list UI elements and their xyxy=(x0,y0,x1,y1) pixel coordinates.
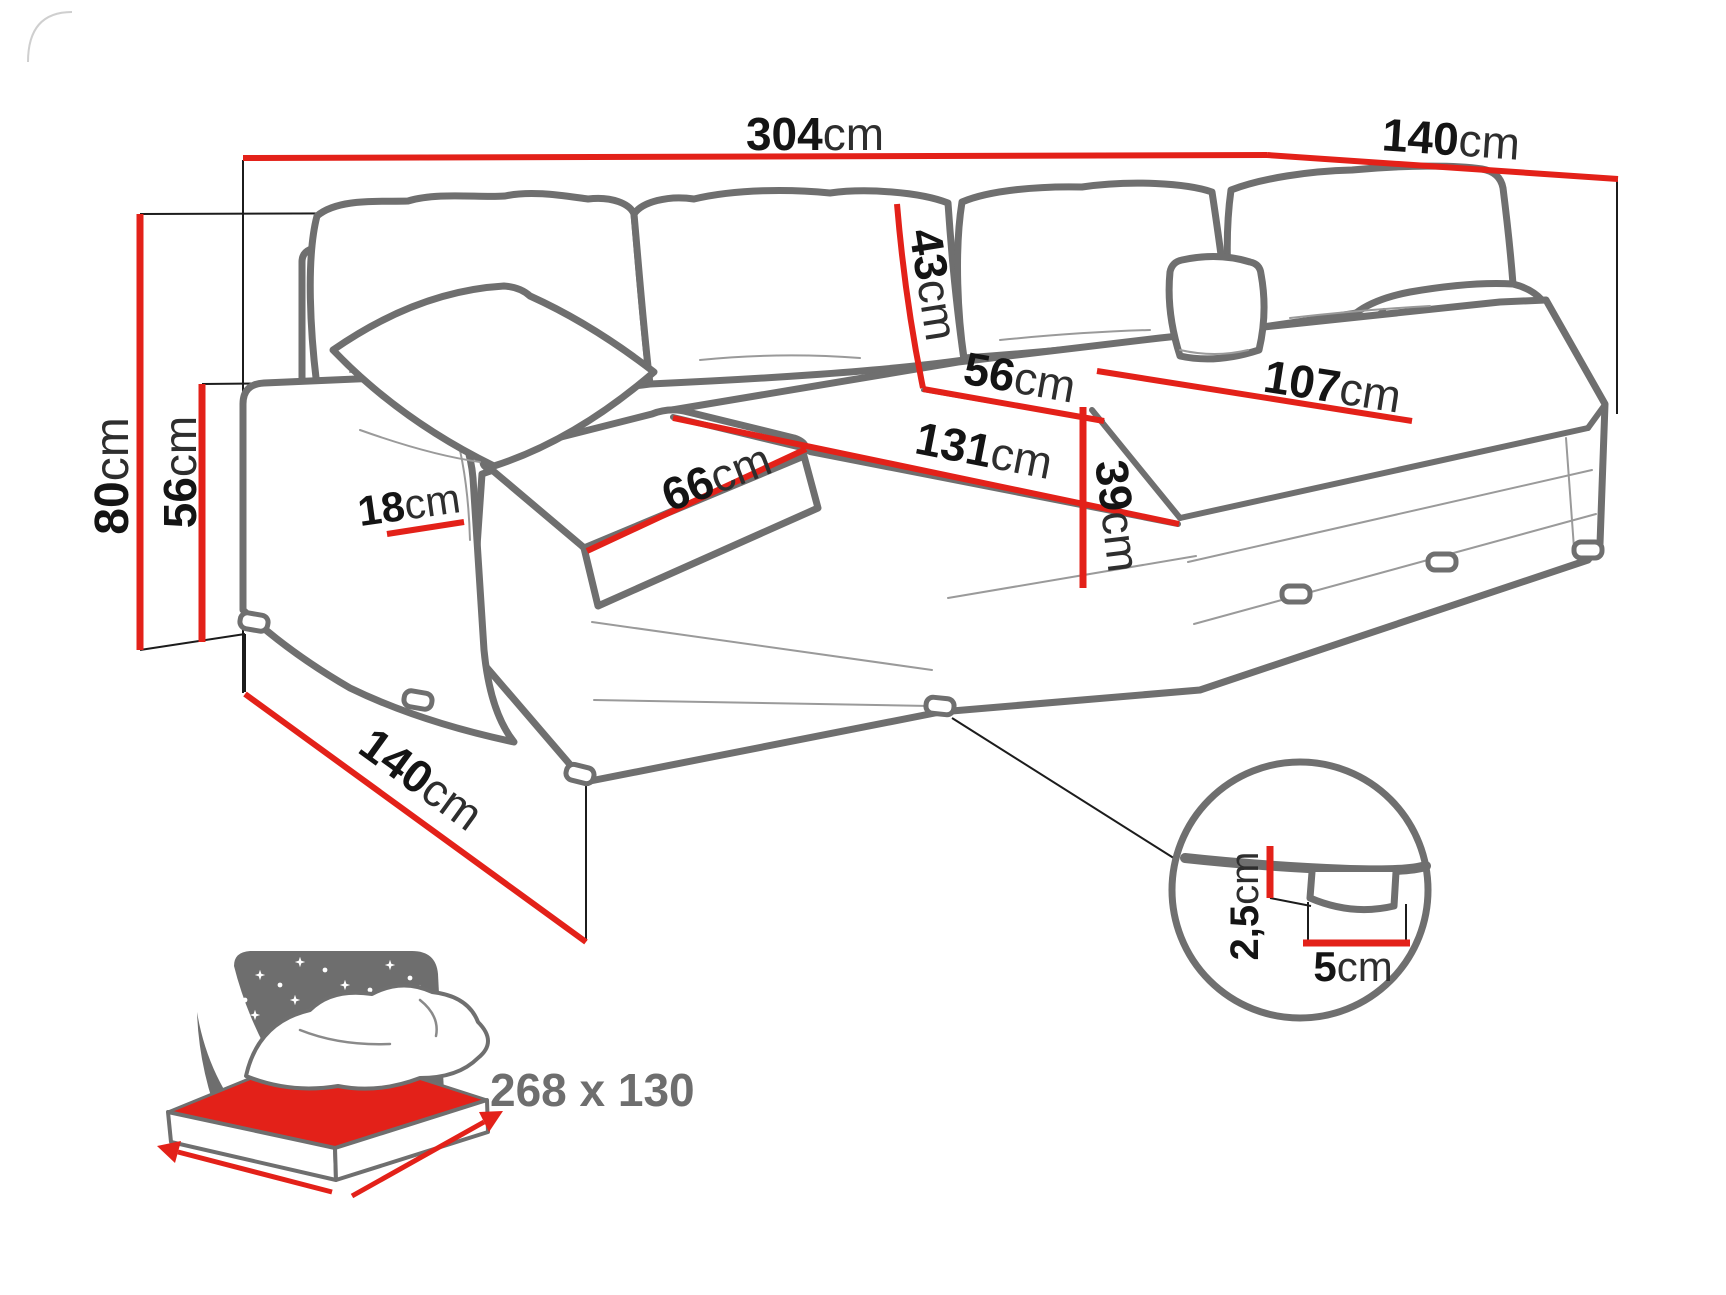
dim-label-backrest-cushion-height: 43cm xyxy=(899,225,968,344)
dim-label-middle-seat-depth: 56cm xyxy=(960,342,1080,413)
dim-line-chaise-length xyxy=(1096,368,1413,424)
blanket-icon xyxy=(244,983,490,1091)
dim-label-total-height: 80cm xyxy=(86,417,139,534)
dimension-labels: 304cm 140cm 80cm 56cm 18cm 140cm 66cm 13… xyxy=(86,108,1522,1116)
right-throw-pillow xyxy=(1165,252,1268,363)
frame-corner-decoration xyxy=(27,11,73,63)
dim-label-depth-right: 140cm xyxy=(1380,108,1521,170)
dim-line-depth-left xyxy=(243,691,588,945)
dim-label-leg-width: 5cm xyxy=(1313,943,1392,990)
mattress-size-arrows xyxy=(157,1111,503,1199)
dim-line-depth-right xyxy=(1266,152,1619,182)
leg-detail-leader-line xyxy=(951,717,1200,875)
sleeping-area-label: 268 x 130 xyxy=(490,1064,695,1116)
dim-label-total-width: 304cm xyxy=(746,108,884,160)
dim-label-leg-height: 2,5cm xyxy=(1223,852,1267,961)
dim-line-middle-seat-depth xyxy=(922,386,1105,424)
leg-detail-foot xyxy=(1306,868,1400,914)
dim-line-total-width xyxy=(242,152,1268,161)
dimension-lines xyxy=(136,152,1619,945)
dim-line-armrest-width xyxy=(386,519,465,537)
dim-label-armrest-width: 18cm xyxy=(355,474,463,535)
magnifier-circle-icon xyxy=(1168,758,1432,1022)
dim-label-chaise-length: 107cm xyxy=(1260,350,1405,423)
upholstery-seams xyxy=(349,305,1597,707)
sleeping-function-icon xyxy=(157,951,503,1199)
dim-label-seat-base-height: 39cm xyxy=(1085,457,1150,575)
dim-label-middle-section-width: 131cm xyxy=(911,412,1056,489)
sofa-drawing xyxy=(237,162,1609,787)
sofa-feet xyxy=(237,539,1605,787)
dim-line-backrest-cushion-height xyxy=(894,203,926,389)
leg-detail-circle xyxy=(1168,758,1432,1022)
dim-label-seat-height: 56cm xyxy=(154,416,206,529)
seat-platform xyxy=(466,296,1609,786)
left-throw-pillow xyxy=(329,282,658,470)
dim-line-middle-section-width xyxy=(672,415,1180,527)
dim-line-left-seat-width xyxy=(585,446,808,554)
